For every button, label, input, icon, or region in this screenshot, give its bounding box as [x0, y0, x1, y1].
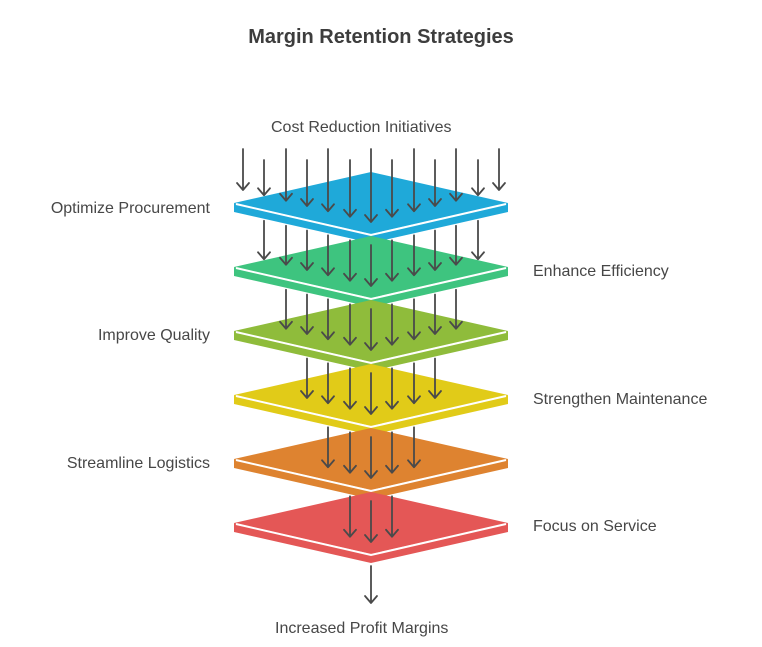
down-arrow-icon [385, 367, 399, 410]
down-arrow-icon [279, 148, 293, 202]
down-arrow-icon [449, 148, 463, 202]
layer-label-improve-quality: Improve Quality [97, 327, 210, 344]
down-arrow-icon [321, 362, 335, 405]
down-arrow-icon [407, 426, 421, 469]
layer-label-strengthen-maintenance: Strengthen Maintenance [533, 391, 708, 408]
down-arrow-icon [471, 159, 485, 197]
layer-label-optimize-procurement: Optimize Procurement [50, 200, 210, 217]
down-arrow-icon [343, 239, 357, 282]
down-arrow-icon [428, 357, 442, 399]
layer-label-streamline-logistics: Streamline Logistics [66, 455, 210, 472]
down-arrow-icon [428, 229, 442, 271]
down-arrow-icon [428, 159, 442, 207]
layer-edge-highlight [235, 267, 507, 301]
down-arrow-icon [321, 148, 335, 213]
down-arrow-icon [449, 224, 463, 266]
down-arrow-icon [321, 426, 335, 469]
down-arrow-icon [300, 229, 314, 271]
down-arrow-icon [385, 495, 399, 538]
down-arrow-icon [449, 288, 463, 330]
down-arrow-icon [385, 159, 399, 218]
down-arrow-icon [364, 372, 378, 415]
down-arrow-icon [300, 159, 314, 207]
down-arrow-icon [279, 224, 293, 266]
down-arrow-icon [385, 431, 399, 474]
layer-edge-highlight [235, 395, 507, 429]
down-arrow-icon [364, 148, 378, 223]
layer-edge-highlight [235, 203, 507, 237]
down-arrow-icon [257, 219, 271, 261]
down-arrow-icon [364, 565, 378, 604]
down-arrow-icon [343, 367, 357, 410]
bottom-label: Increased Profit Margins [275, 620, 449, 637]
diagram-title: Margin Retention Strategies [248, 26, 514, 48]
down-arrow-icon [364, 436, 378, 479]
down-arrow-icon [364, 500, 378, 543]
down-arrow-icon [343, 303, 357, 346]
down-arrow-icon [257, 159, 271, 197]
down-arrow-icon [343, 159, 357, 218]
down-arrow-icon [321, 298, 335, 341]
layer-edge-highlight [235, 523, 507, 557]
down-arrow-icon [385, 303, 399, 346]
down-arrow-icon [407, 234, 421, 277]
top-label: Cost Reduction Initiatives [271, 119, 452, 136]
down-arrow-icon [343, 495, 357, 538]
layer-label-enhance-efficiency: Enhance Efficiency [533, 263, 669, 280]
down-arrow-icon [364, 308, 378, 351]
down-arrow-icon [471, 219, 485, 261]
down-arrow-icon [492, 148, 506, 191]
layer-edge-highlight [235, 459, 507, 493]
down-arrow-icon [236, 148, 250, 191]
down-arrow-icon [300, 293, 314, 335]
down-arrow-icon [407, 298, 421, 341]
layer-label-focus-on-service: Focus on Service [533, 518, 657, 535]
down-arrow-icon [279, 288, 293, 330]
down-arrow-icon [428, 293, 442, 335]
down-arrow-icon [407, 148, 421, 213]
layer-edge-highlight [235, 331, 507, 365]
down-arrow-icon [385, 239, 399, 282]
down-arrow-icon [321, 234, 335, 277]
down-arrow-icon [364, 244, 378, 287]
down-arrow-icon [407, 362, 421, 405]
down-arrow-icon [300, 357, 314, 399]
down-arrow-icon [343, 431, 357, 474]
